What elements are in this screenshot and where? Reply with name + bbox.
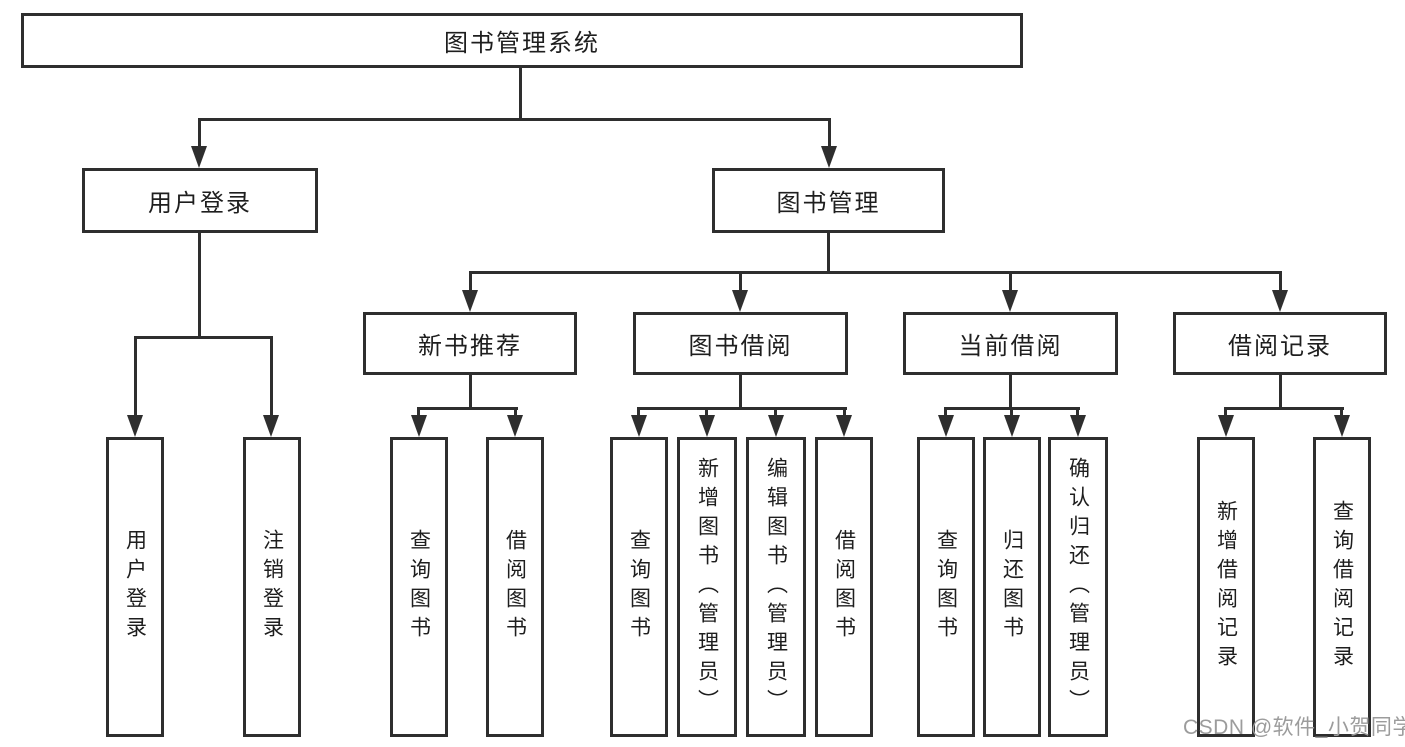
connector-recommend-branch xyxy=(417,407,518,410)
node-borrow-records: 借阅记录 xyxy=(1173,312,1387,375)
node-label: 用户登录 xyxy=(148,190,252,217)
leaf-query-books-borrow: 查询图书 xyxy=(610,437,668,737)
leaf-label: 查询借阅记录 xyxy=(1330,500,1354,674)
node-label: 新书推荐 xyxy=(418,333,522,360)
leaf-label: 用户登录 xyxy=(123,529,147,645)
node-book-management: 图书管理 xyxy=(712,168,945,233)
leaf-label: 查询图书 xyxy=(627,529,651,645)
connector-to-user-login xyxy=(198,121,201,146)
arrowhead-icon xyxy=(191,146,207,168)
node-label: 图书管理系统 xyxy=(444,30,600,57)
leaf-logout: 注销登录 xyxy=(243,437,301,737)
leaf-add-books-admin: 新增图书（管理员） xyxy=(677,437,737,737)
connector-root-branch xyxy=(198,118,831,121)
connector-borrow-branch xyxy=(637,407,847,410)
leaf-user-login: 用户登录 xyxy=(106,437,164,737)
arrowhead-icon xyxy=(836,415,852,437)
arrowhead-icon xyxy=(732,290,748,312)
connector-records-branch xyxy=(1224,407,1344,410)
node-library-management-system: 图书管理系统 xyxy=(21,13,1023,68)
leaf-label: 借阅图书 xyxy=(832,529,856,645)
node-new-book-recommend: 新书推荐 xyxy=(363,312,577,375)
connector-to-leaf-logout xyxy=(270,339,273,415)
arrowhead-icon xyxy=(411,415,427,437)
csdn-watermark: CSDN @软件_小贺同学 xyxy=(1183,716,1405,739)
leaf-query-books-current: 查询图书 xyxy=(917,437,975,737)
connector-stub xyxy=(1076,410,1079,415)
node-current-borrow: 当前借阅 xyxy=(903,312,1118,375)
leaf-label: 归还图书 xyxy=(1000,529,1024,645)
connector-user-login-stem xyxy=(198,233,201,339)
leaf-label: 编辑图书（管理员） xyxy=(764,456,788,718)
connector-borrow-stem xyxy=(739,375,742,410)
arrowhead-icon xyxy=(263,415,279,437)
leaf-borrow-books-recommend: 借阅图书 xyxy=(486,437,544,737)
connector-stub xyxy=(637,410,640,415)
connector-current-stem xyxy=(1009,375,1012,410)
arrowhead-icon xyxy=(1002,290,1018,312)
arrowhead-icon xyxy=(938,415,954,437)
connector-stub xyxy=(944,410,947,415)
leaf-label: 确认归还（管理员） xyxy=(1066,456,1090,718)
node-label: 图书管理 xyxy=(776,190,881,217)
connector-stub xyxy=(1340,410,1343,415)
arrowhead-icon xyxy=(127,415,143,437)
leaf-add-borrow-record: 新增借阅记录 xyxy=(1197,437,1255,737)
node-user-login: 用户登录 xyxy=(82,168,318,233)
connector-stub xyxy=(1010,410,1013,415)
node-label: 借阅记录 xyxy=(1228,333,1332,360)
connector-to-borrow-records xyxy=(1279,274,1282,290)
connector-to-current-borrow xyxy=(1009,274,1012,290)
connector-current-branch xyxy=(944,407,1080,410)
arrowhead-icon xyxy=(821,146,837,168)
node-label: 图书借阅 xyxy=(688,333,793,360)
arrowhead-icon xyxy=(1334,415,1350,437)
leaf-label: 查询图书 xyxy=(934,529,958,645)
leaf-label: 查询图书 xyxy=(407,529,431,645)
connector-stub xyxy=(514,410,517,415)
connector-user-login-branch xyxy=(134,336,273,339)
arrowhead-icon xyxy=(631,415,647,437)
arrowhead-icon xyxy=(768,415,784,437)
leaf-label: 借阅图书 xyxy=(503,529,527,645)
leaf-borrow-books: 借阅图书 xyxy=(815,437,873,737)
leaf-edit-books-admin: 编辑图书（管理员） xyxy=(746,437,806,737)
leaf-query-borrow-record: 查询借阅记录 xyxy=(1313,437,1371,737)
arrowhead-icon xyxy=(462,290,478,312)
connector-root-stem xyxy=(519,68,522,118)
leaf-label: 新增图书（管理员） xyxy=(695,456,719,718)
node-book-borrow: 图书借阅 xyxy=(633,312,848,375)
connector-book-management-branch xyxy=(469,271,1282,274)
leaf-label: 新增借阅记录 xyxy=(1214,500,1238,674)
leaf-confirm-return-admin: 确认归还（管理员） xyxy=(1048,437,1108,737)
connector-to-leaf-user-login xyxy=(134,339,137,415)
arrowhead-icon xyxy=(1070,415,1086,437)
leaf-query-books-recommend: 查询图书 xyxy=(390,437,448,737)
arrowhead-icon xyxy=(699,415,715,437)
arrowhead-icon xyxy=(1272,290,1288,312)
connector-to-new-book-recommend xyxy=(469,274,472,290)
leaf-label: 注销登录 xyxy=(260,529,284,645)
connector-book-management-stem xyxy=(827,233,830,274)
leaf-return-books: 归还图书 xyxy=(983,437,1041,737)
arrowhead-icon xyxy=(1004,415,1020,437)
connector-stub xyxy=(774,410,777,415)
connector-to-book-management xyxy=(828,121,831,146)
connector-stub xyxy=(705,410,708,415)
node-label: 当前借阅 xyxy=(958,333,1063,360)
connector-records-stem xyxy=(1279,375,1282,410)
connector-recommend-stem xyxy=(469,375,472,410)
connector-stub xyxy=(843,410,846,415)
arrowhead-icon xyxy=(507,415,523,437)
connector-to-book-borrow xyxy=(739,274,742,290)
arrowhead-icon xyxy=(1218,415,1234,437)
connector-stub xyxy=(417,410,420,415)
connector-stub xyxy=(1224,410,1227,415)
